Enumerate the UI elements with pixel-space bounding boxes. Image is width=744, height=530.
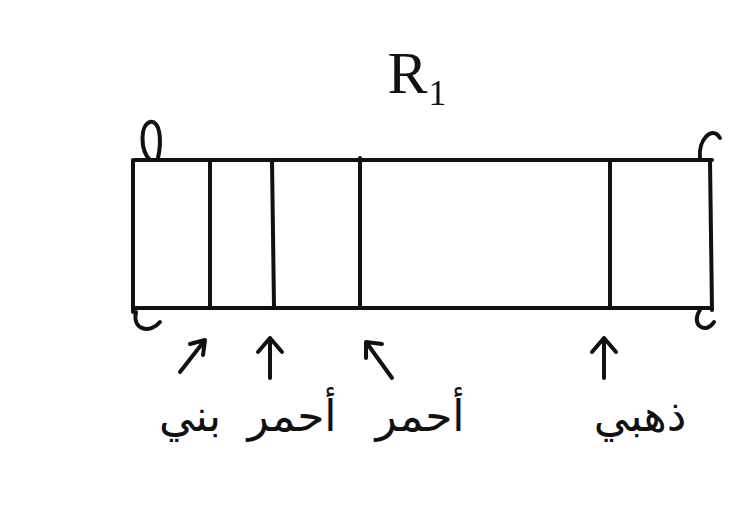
end-cap: [697, 310, 714, 328]
end-cap: [700, 133, 720, 158]
band-color-label: ذهبي: [594, 392, 687, 440]
resistor-body-top: [135, 158, 712, 162]
pointer-arrow: [258, 338, 282, 378]
component-name: R₁: [388, 40, 449, 106]
pointer-arrow: [180, 340, 205, 372]
color-band: [608, 162, 612, 306]
end-cap: [143, 122, 160, 160]
color-band: [208, 162, 212, 306]
band-color-label: أحمر: [375, 392, 464, 440]
color-band: [272, 160, 274, 306]
color-band: [358, 158, 362, 308]
band-color-label: أحمر: [247, 392, 336, 440]
band-color-label: بني: [159, 392, 221, 440]
pointer-arrow: [592, 338, 616, 378]
resistor-body-bottom: [135, 306, 712, 310]
pointer-arrow: [366, 342, 392, 378]
resistor-body-right: [710, 160, 712, 310]
end-cap: [135, 312, 160, 329]
resistor-body-left: [131, 160, 135, 312]
